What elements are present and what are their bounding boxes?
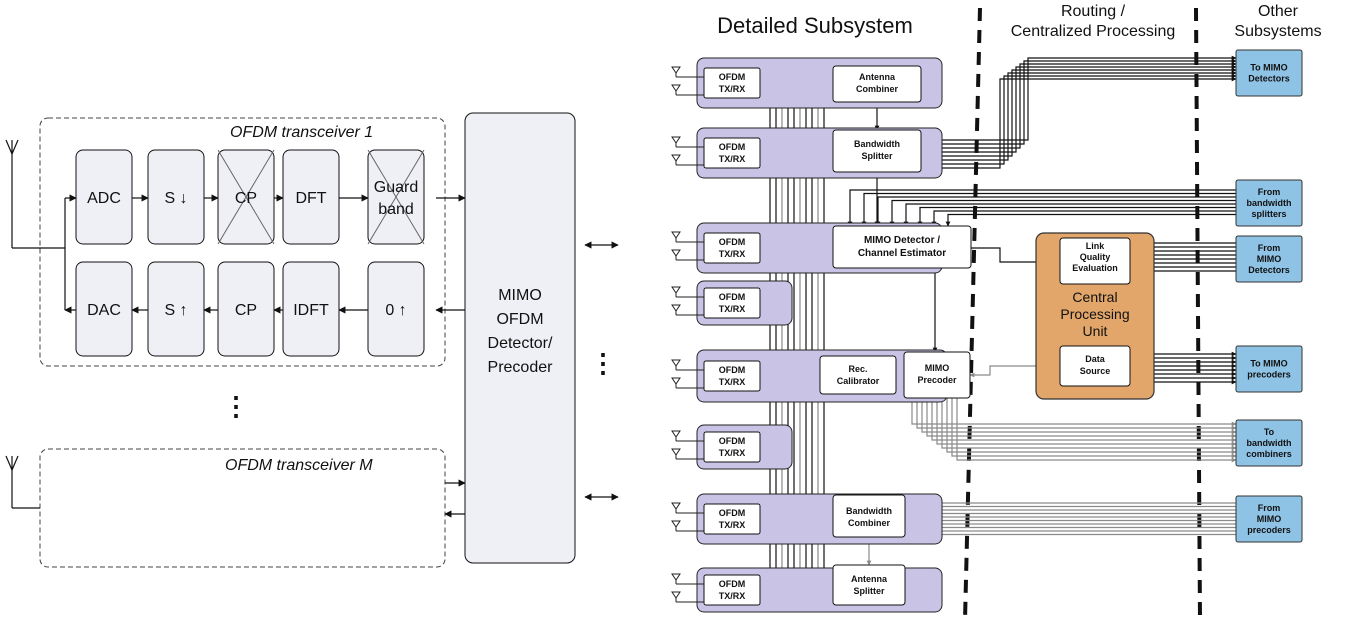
tx-block-label: S ↑ (164, 302, 187, 319)
ofdm-txrx-box (703, 137, 761, 169)
right-diagram: Detailed Subsystem Routing /Centralized … (671, 3, 1322, 621)
antenna-icon (671, 430, 704, 460)
ofdm-txrx-box (703, 574, 761, 606)
tx-block-label: 0 ↑ (385, 302, 406, 319)
tx-block: S ↑ (147, 261, 205, 357)
rx-block: CP (217, 149, 275, 245)
ofdm-txrx-box (703, 360, 761, 392)
right-vdots: ⋮ (590, 348, 616, 378)
routing-wires (759, 55, 1237, 597)
rx-block-label: DFT (295, 190, 326, 207)
header-detailed-subsystem: Detailed Subsystem (717, 13, 913, 38)
rec-calibrator-block: Rec.Calibrator (819, 355, 897, 395)
transceiver-1-frame (39, 117, 446, 367)
ofdm-txrx-box (703, 232, 761, 264)
rx-block-label: ADC (87, 190, 121, 207)
antenna-icon (671, 286, 704, 316)
antenna-1-icon (5, 139, 66, 310)
tx-chain: DAC S ↑ CP IDFT 0 ↑ (75, 261, 425, 357)
antenna-icon (671, 359, 704, 389)
antenna-icon (671, 136, 704, 166)
antenna-icon (671, 66, 704, 96)
mimo-detector-block: MIMO Detector /Channel Estimator (832, 225, 972, 269)
data-source-box (1059, 345, 1131, 387)
link-quality-box (1059, 237, 1131, 285)
transceiver-1-title: OFDM transceiver 1 (230, 124, 373, 141)
mimo-ofdm-block (464, 112, 576, 564)
rec-calibrator-label: Rec.Calibrator (837, 364, 880, 386)
rx-block-label: S ↓ (164, 190, 187, 207)
ofdm-txrx-box (703, 431, 761, 463)
ofdm-txrx-box (703, 67, 761, 99)
divider-other (1194, 7, 1202, 621)
antenna-icon (671, 502, 704, 532)
tx-block-label: DAC (87, 302, 121, 319)
antenna-icon (671, 573, 704, 603)
ofdm-txrx-box (703, 287, 761, 319)
tx-block: DAC (75, 261, 133, 357)
header-routing: Routing /Centralized Processing (1011, 3, 1176, 40)
tx-block: IDFT (282, 261, 340, 357)
mimo-detector-label: MIMO Detector /Channel Estimator (858, 235, 946, 259)
ofdm-txrx-box (703, 503, 761, 535)
rx-block: S ↓ (147, 149, 205, 245)
antenna-icon (671, 231, 704, 261)
tx-block: 0 ↑ (367, 261, 425, 357)
tx-block: CP (217, 261, 275, 357)
antenna-m-icon (5, 455, 40, 509)
rx-block: DFT (282, 149, 340, 245)
left-vdots: ⋮ (223, 391, 249, 421)
divider-routing (963, 7, 982, 621)
tx-block-label: IDFT (293, 302, 329, 319)
transceiver-m-title: OFDM transceiver M (225, 457, 373, 474)
rx-block: ADC (75, 149, 133, 245)
rx-block-label: CP (235, 190, 257, 207)
tx-block-label: CP (235, 302, 257, 319)
